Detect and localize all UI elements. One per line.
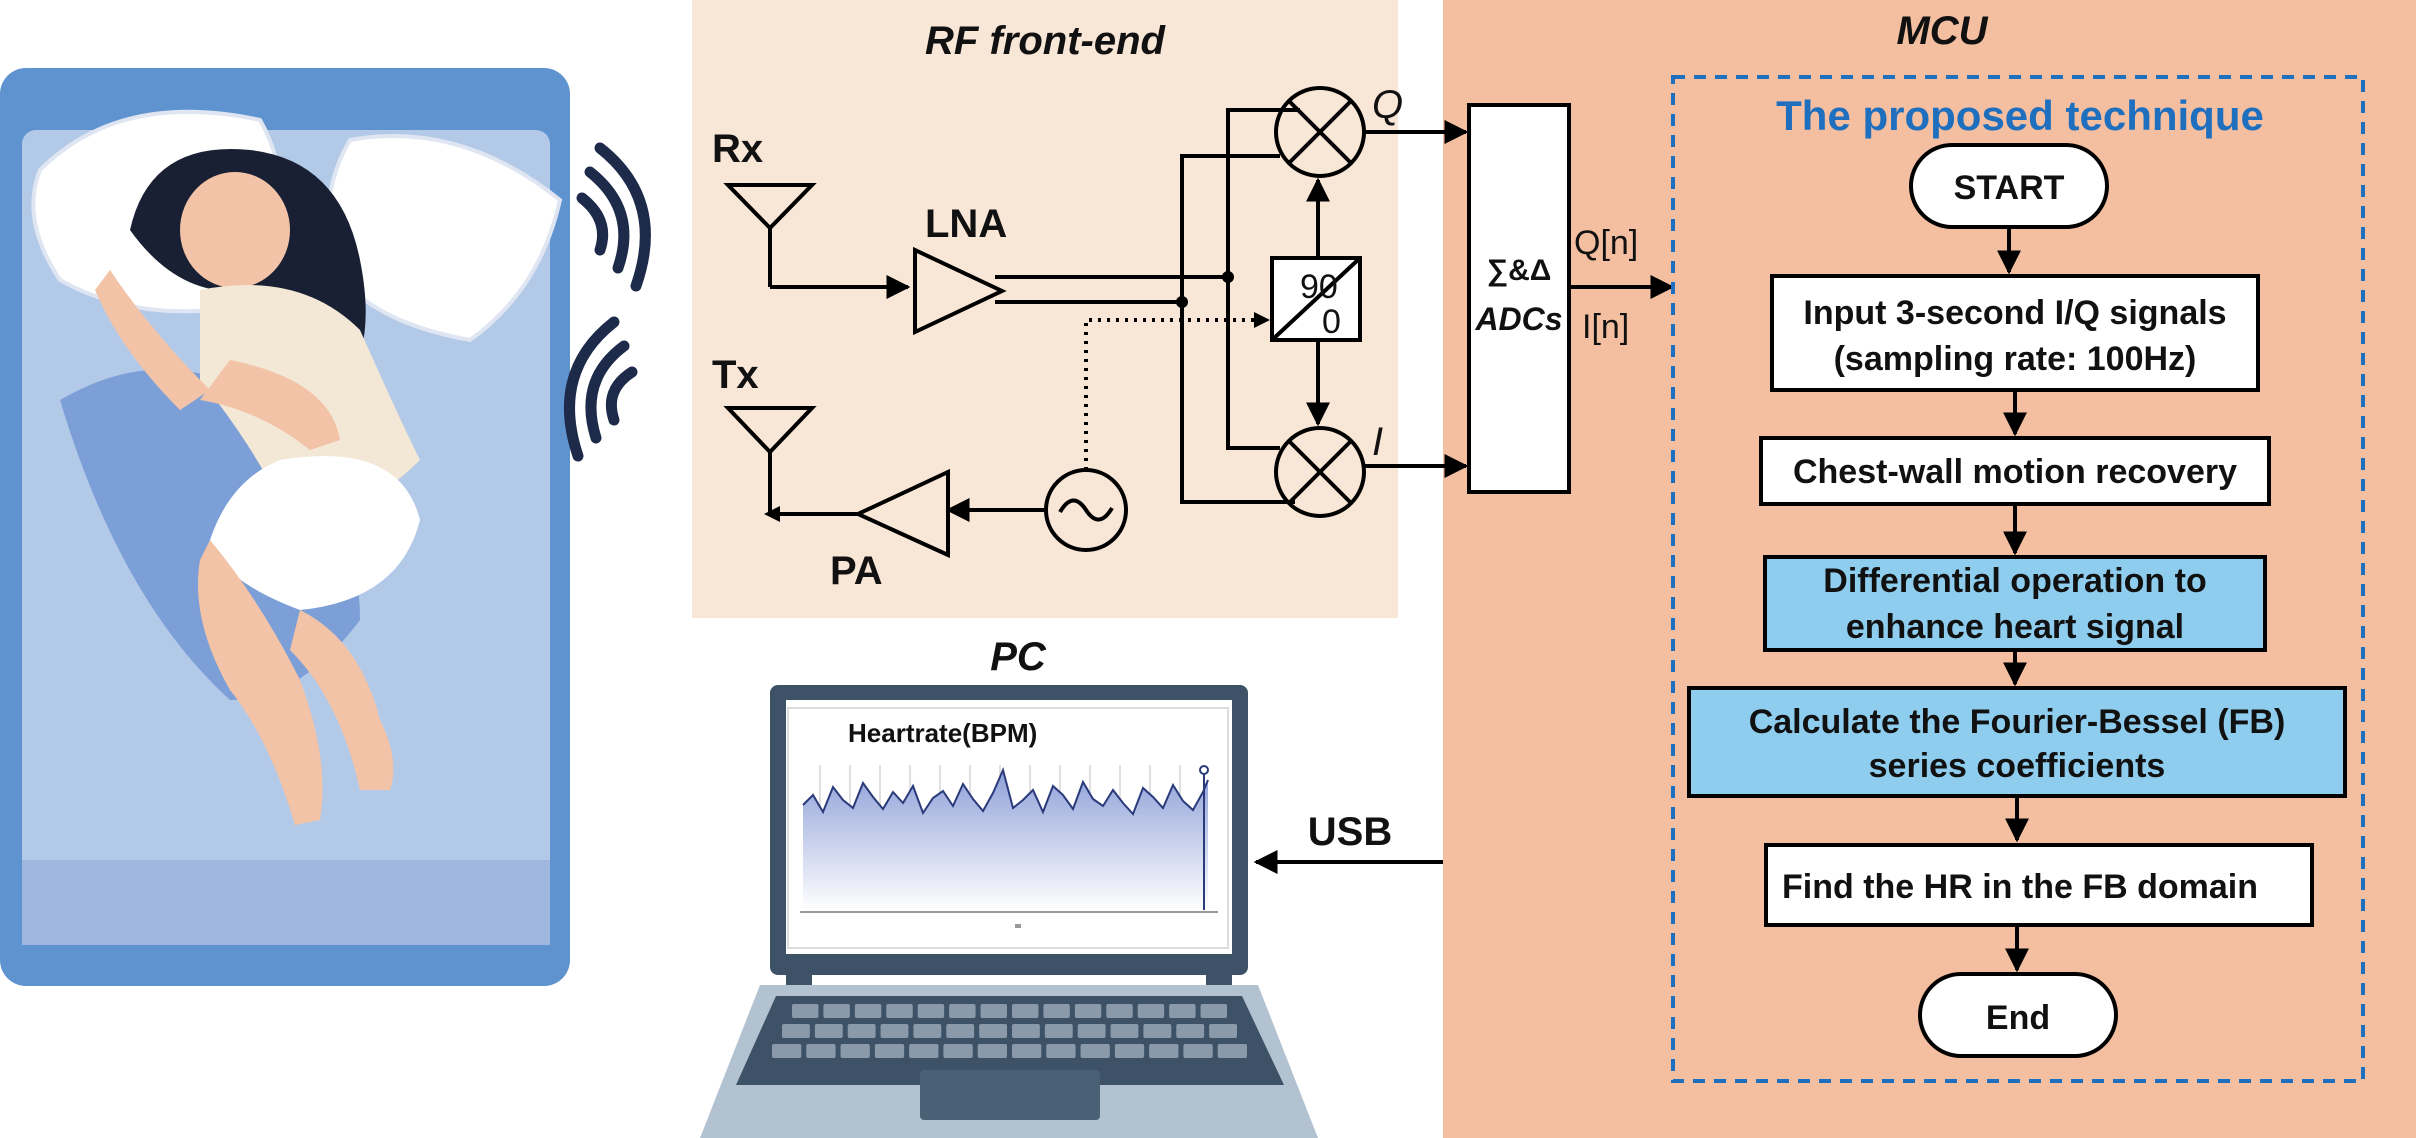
screen-chart: Heartrate(BPM) (787, 707, 1229, 949)
phase-label-90: 90 (1300, 268, 1338, 306)
flow-step-fourier-bessel (1687, 686, 2347, 798)
adc-bottom-label: ADCs (1474, 301, 1562, 337)
keyboard-key (1169, 1004, 1196, 1018)
keyboard-key (840, 1044, 870, 1058)
keyboard-key (814, 1024, 843, 1038)
phase-label-0: 0 (1322, 303, 1341, 341)
flow-step-find-hr-l1: Find the HR in the FB domain (1782, 868, 2258, 906)
adc-top-label: ∑&Δ (1487, 254, 1552, 287)
keyboard-key (1149, 1044, 1179, 1058)
keyboard-key (1200, 1004, 1227, 1018)
flow-step-fourier-bessel-l1: Calculate the Fourier-Bessel (FB) (1749, 703, 2286, 741)
keyboard-key (1012, 1004, 1039, 1018)
in-label: I[n] (1582, 308, 1629, 346)
keyboard-key (1012, 1024, 1040, 1038)
keyboard-key (1044, 1024, 1073, 1038)
amplifier-icon (913, 246, 1007, 336)
keyboard-key (980, 1004, 1007, 1018)
keyboard-key (847, 1024, 876, 1038)
lna-label: LNA (925, 202, 1007, 246)
keyboard-key (1217, 1044, 1247, 1058)
keyboard-key (1077, 1024, 1106, 1038)
q-label: Q (1372, 83, 1403, 127)
keyboard-key (943, 1044, 973, 1058)
flow-step-differential-l1: Differential operation to (1823, 562, 2206, 600)
flow-step-fourier-bessel-l2: series coefficients (1869, 747, 2166, 785)
keyboard-key (917, 1004, 945, 1018)
keyboard-key (909, 1044, 939, 1058)
keyboard-key (880, 1024, 909, 1038)
flow-step-differential-l2: enhance heart signal (1846, 608, 2184, 646)
keyboard-key (823, 1004, 850, 1018)
flow-end (1918, 972, 2118, 1058)
adc-block (1467, 103, 1571, 494)
flow-step-input (1770, 274, 2260, 392)
amplifier-icon (853, 468, 950, 559)
keyboard-key (854, 1004, 882, 1018)
keyboard-key (946, 1024, 975, 1038)
flow-end-label: End (1986, 999, 2050, 1037)
flow-start-label: START (1954, 169, 2065, 207)
keyboard-key (792, 1004, 819, 1018)
keyboard-key (1137, 1004, 1165, 1018)
keyboard-key (874, 1044, 905, 1058)
keyboard-key (1110, 1024, 1139, 1038)
flow-step-find-hr (1764, 843, 2314, 927)
flow-step-chestwall-l1: Chest-wall motion recovery (1793, 453, 2237, 491)
rf-frontend-title: RF front-end (925, 19, 1167, 63)
keyboard-key (1114, 1044, 1145, 1058)
screen-title: Heartrate(BPM) (848, 718, 1037, 748)
mixer-icon (1274, 426, 1366, 518)
keyboard-key (1176, 1024, 1205, 1038)
flow-step-input-l2: (sampling rate: 100Hz) (1834, 340, 2197, 378)
mcu-title: MCU (1896, 9, 1988, 53)
keyboard-key (1043, 1004, 1070, 1018)
radio-waves-icon (563, 142, 651, 462)
antenna-icon (723, 406, 817, 455)
keyboard-key (1183, 1044, 1213, 1058)
qn-label: Q[n] (1574, 224, 1638, 262)
keyboard-key (1046, 1044, 1076, 1058)
keyboard-key (913, 1024, 942, 1038)
usb-label: USB (1308, 810, 1392, 854)
keyboard-key (1209, 1024, 1237, 1038)
flow-step-differential (1763, 555, 2267, 652)
keyboard-keys (772, 1004, 1247, 1058)
keyboard-key (977, 1044, 1007, 1058)
antenna-icon (723, 183, 817, 287)
keyboard-key (1143, 1024, 1172, 1038)
keyboard-key (1012, 1044, 1042, 1058)
keyboard-key (1080, 1044, 1110, 1058)
sleeping-person-icon (0, 68, 570, 986)
pa-label: PA (830, 549, 883, 593)
flow-step-input-l1: Input 3-second I/Q signals (1803, 294, 2226, 332)
keyboard-key (1106, 1004, 1133, 1018)
keyboard-key (806, 1044, 836, 1058)
rx-label: Rx (712, 127, 763, 171)
keyboard-key (1074, 1004, 1102, 1018)
pc-title: PC (990, 635, 1047, 679)
keyboard-key (886, 1004, 913, 1018)
i-label: I (1372, 420, 1383, 464)
technique-title: The proposed technique (1776, 92, 2264, 139)
technique-region (1671, 75, 2365, 1083)
keyboard-key (949, 1004, 976, 1018)
tx-label: Tx (712, 353, 759, 397)
keyboard-key (772, 1044, 802, 1058)
keyboard-key (782, 1024, 810, 1038)
keyboard-key (979, 1024, 1007, 1038)
